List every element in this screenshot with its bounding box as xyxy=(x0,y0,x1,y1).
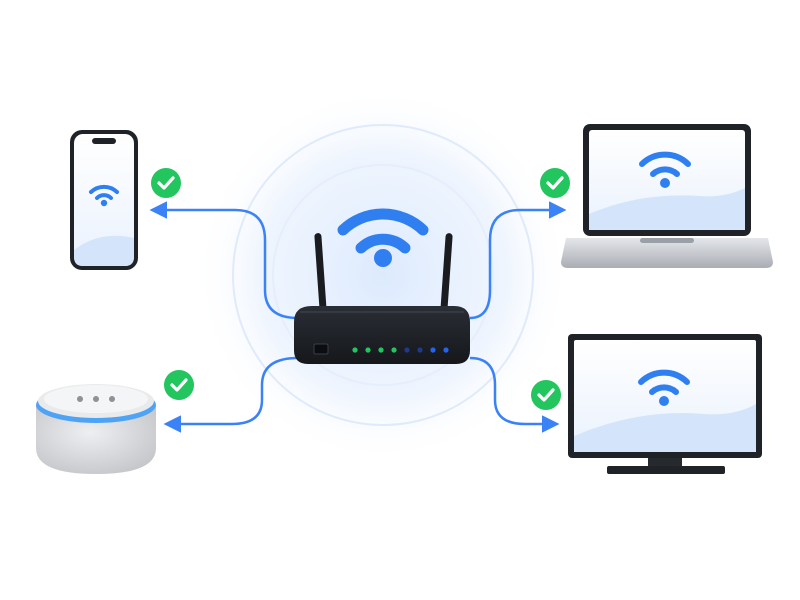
wifi-icon xyxy=(639,151,691,188)
speaker-button xyxy=(77,396,83,402)
router-led xyxy=(430,347,436,353)
smart-speaker xyxy=(36,384,156,474)
wifi-icon xyxy=(89,184,119,207)
wifi-icon xyxy=(337,208,429,267)
router-antenna-left xyxy=(314,233,327,313)
connection-line-monitor xyxy=(469,356,560,433)
connections xyxy=(149,201,567,433)
router-led xyxy=(443,347,449,353)
check-circle-icon xyxy=(164,370,194,400)
check-circle-icon xyxy=(531,380,561,410)
laptop xyxy=(561,124,773,268)
router-led xyxy=(404,347,410,353)
router-led xyxy=(352,347,358,353)
router-body xyxy=(294,306,470,364)
wifi-icon xyxy=(638,369,690,406)
wifi-router xyxy=(294,233,470,364)
connection-line-smartphone xyxy=(149,201,299,320)
check-circle-icon xyxy=(151,168,181,198)
router-ethernet-port xyxy=(313,343,329,355)
connection-line-laptop xyxy=(469,201,567,320)
router-status-leds xyxy=(352,347,449,353)
speaker-button xyxy=(93,396,99,402)
router-led xyxy=(391,347,397,353)
connection-line-speaker xyxy=(163,356,299,433)
router-led xyxy=(365,347,371,353)
router-led xyxy=(378,347,384,353)
signal-halo xyxy=(193,85,573,465)
monitor xyxy=(568,334,762,474)
phone-notch xyxy=(92,138,116,144)
router-led xyxy=(417,347,423,353)
smartphone xyxy=(70,130,138,270)
router-antenna-right xyxy=(440,233,453,313)
speaker-button xyxy=(109,396,115,402)
check-circle-icon xyxy=(540,168,570,198)
